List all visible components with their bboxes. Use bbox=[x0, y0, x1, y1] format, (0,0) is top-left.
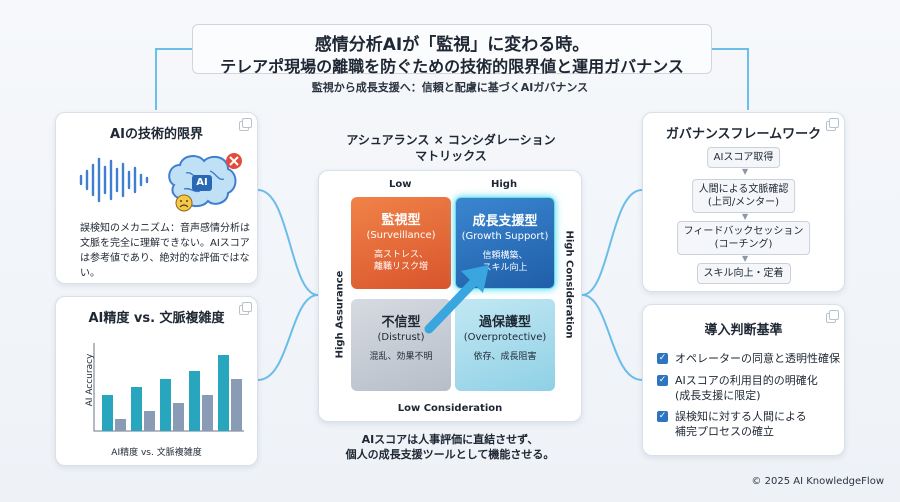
flow-step-label: フィードバックセッション bbox=[683, 226, 804, 237]
check-icon: ✓ bbox=[657, 375, 668, 386]
accuracy-xlabel: AI精度 vs. 文脈複雑度 bbox=[111, 448, 202, 458]
quadrant-overprotective: 過保護型 (Overprotective) 依存、成長阻害 bbox=[455, 299, 555, 391]
chart-bar-2-2 bbox=[144, 411, 155, 431]
quadrant-en: (Distrust) bbox=[377, 332, 425, 343]
flow-step-sublabel: (上司/メンター) bbox=[707, 197, 780, 208]
quadrant-title: 成長支援型 bbox=[472, 214, 538, 229]
chart-bar-1-1 bbox=[102, 395, 113, 431]
matrix-caption: AIスコアは人事評価に直結させず、 個人の成長支援ツールとして機能させる。 bbox=[318, 432, 582, 462]
flow-step-label: 人間による文脈確認 bbox=[698, 184, 789, 195]
quadrant-desc: 離職リスク増 bbox=[373, 262, 428, 272]
quadrant-title: 過保護型 bbox=[478, 315, 531, 330]
copy-icon[interactable] bbox=[239, 118, 252, 131]
quadrant-en: (Overprotective) bbox=[463, 332, 547, 343]
chart-bar-1-2 bbox=[115, 419, 126, 431]
page-title: 感情分析AIが「監視」に変わる時。 bbox=[314, 35, 590, 55]
criteria-item: AIスコアの利用目的の明確化 (成長支援に限定) bbox=[675, 373, 818, 403]
tech-limits-title: AIの技術的限界 bbox=[110, 127, 203, 142]
flow-step-label: AIスコア取得 bbox=[713, 152, 774, 163]
criteria-item-sublabel: (成長支援に限定) bbox=[675, 389, 761, 402]
matrix-title-line1: アシュアランス × コンシダレーション bbox=[346, 133, 556, 147]
matrix-col-low: Low bbox=[389, 179, 412, 190]
criteria-item-sublabel: 補完プロセスの確立 bbox=[675, 425, 774, 438]
tech-limits-text: 誤検知のメカニズム：音声感情分析は文脈を完全に理解できない。AIスコアは参考値で… bbox=[80, 223, 250, 279]
matrix-caption-line2: 個人の成長支援ツールとして機能させる。 bbox=[345, 448, 555, 461]
matrix-left-label: High Assurance bbox=[334, 270, 346, 359]
chart-bar-3-2 bbox=[173, 403, 184, 431]
flow-arrow-icon: ▼ bbox=[742, 254, 749, 263]
waveform-icon bbox=[79, 157, 149, 203]
chart-bar-4-1 bbox=[189, 371, 200, 431]
copy-icon[interactable] bbox=[239, 302, 252, 315]
quadrant-desc: 信頼構築、 bbox=[482, 251, 528, 261]
check-icon: ✓ bbox=[657, 411, 668, 422]
matrix-card: Low High High Assurance High Considerati… bbox=[318, 170, 582, 422]
governance-card: ガバナンスフレームワーク AIスコア取得 ▼ 人間による文脈確認 (上司/メンター… bbox=[642, 112, 845, 292]
matrix-caption-line1: AIスコアは人事評価に直結させず、 bbox=[361, 433, 539, 446]
criteria-item-label: AIスコアの利用目的の明確化 bbox=[675, 374, 818, 387]
matrix-bottom-label: Low Consideration bbox=[397, 403, 503, 414]
flow-arrow-icon: ▼ bbox=[742, 212, 749, 221]
chart-bar-5-1 bbox=[218, 355, 229, 431]
quadrant-desc: 高ストレス、 bbox=[373, 250, 428, 260]
quadrant-title: 不信型 bbox=[381, 315, 421, 330]
criteria-title: 導入判断基準 bbox=[704, 323, 783, 338]
copy-icon[interactable] bbox=[826, 118, 839, 131]
chart-bar-2-1 bbox=[131, 387, 142, 431]
quadrant-desc: 依存、成長阻害 bbox=[473, 352, 537, 362]
quadrant-surveillance: 監視型 (Surveillance) 高ストレス、離職リスク増 bbox=[351, 197, 451, 289]
criteria-item-label: 誤検知に対する人間による bbox=[675, 410, 807, 423]
flow-step: AIスコア取得 bbox=[706, 147, 781, 168]
matrix-right-label: High Consideration bbox=[563, 230, 575, 339]
copy-icon[interactable] bbox=[826, 310, 839, 323]
chart-bar-5-2 bbox=[231, 379, 242, 431]
accuracy-bar-chart bbox=[93, 343, 244, 432]
quadrant-desc: 混乱、効果不明 bbox=[369, 352, 433, 362]
ai-badge: AI bbox=[196, 177, 208, 188]
flow-step: スキル向上・定着 bbox=[696, 263, 791, 284]
flow-arrow-icon: ▼ bbox=[742, 167, 749, 176]
ai-brain-icon bbox=[168, 153, 242, 212]
flow-step-label: スキル向上・定着 bbox=[703, 268, 784, 279]
chart-bar-3-1 bbox=[160, 379, 171, 431]
flow-step: 人間による文脈確認 (上司/メンター) bbox=[691, 179, 796, 213]
quadrant-growth-support: 成長支援型 (Growth Support) 信頼構築、スキル向上 bbox=[455, 197, 555, 289]
tech-limits-card: AIの技術的限界 AI 誤検知のメカニズム：音声感情分析は文脈を完全に理解できな… bbox=[55, 112, 258, 284]
accuracy-ylabel: AI Accuracy bbox=[85, 353, 95, 407]
quadrant-en: (Surveillance) bbox=[366, 230, 436, 241]
quadrant-distrust: 不信型 (Distrust) 混乱、効果不明 bbox=[351, 299, 451, 391]
copyright: © 2025 AI KnowledgeFlow bbox=[751, 476, 884, 487]
matrix-col-high: High bbox=[491, 179, 518, 190]
chart-bar-4-2 bbox=[202, 395, 213, 431]
flow-step-sublabel: (コーチング) bbox=[714, 239, 773, 250]
check-icon: ✓ bbox=[657, 353, 668, 364]
page-subtitle: 監視から成長支援へ：信頼と配慮に基づくAIガバナンス bbox=[311, 81, 589, 94]
page-title-line2: テレアポ現場の離職を防ぐための技術的限界値と運用ガバナンス bbox=[220, 57, 684, 76]
criteria-item: オペレーターの同意と透明性確保 bbox=[675, 351, 840, 366]
criteria-item-label: オペレーターの同意と透明性確保 bbox=[675, 352, 840, 365]
governance-title: ガバナンスフレームワーク bbox=[665, 127, 822, 142]
matrix-title: アシュアランス × コンシダレーション マトリックス bbox=[320, 132, 582, 164]
growth-arrow-icon bbox=[424, 265, 489, 334]
criteria-item: 誤検知に対する人間による補完プロセスの確立 bbox=[675, 409, 807, 439]
quadrant-en: (Growth Support) bbox=[461, 231, 549, 242]
criteria-card: 導入判断基準 ✓ オペレーターの同意と透明性確保 ✓ AIスコアの利用目的の明確… bbox=[642, 304, 845, 456]
title-box: 感情分析AIが「監視」に変わる時。 テレアポ現場の離職を防ぐための技術的限界値と… bbox=[192, 24, 712, 76]
accuracy-title: AI精度 vs. 文脈複雑度 bbox=[88, 311, 225, 326]
quadrant-desc: スキル向上 bbox=[482, 263, 528, 273]
flow-step: フィードバックセッション (コーチング) bbox=[676, 221, 811, 255]
matrix-title-line2: マトリックス bbox=[415, 149, 487, 163]
quadrant-title: 監視型 bbox=[381, 213, 421, 228]
accuracy-card: AI精度 vs. 文脈複雑度 AI Accuracy AI精度 vs. 文脈複雑… bbox=[55, 296, 258, 466]
